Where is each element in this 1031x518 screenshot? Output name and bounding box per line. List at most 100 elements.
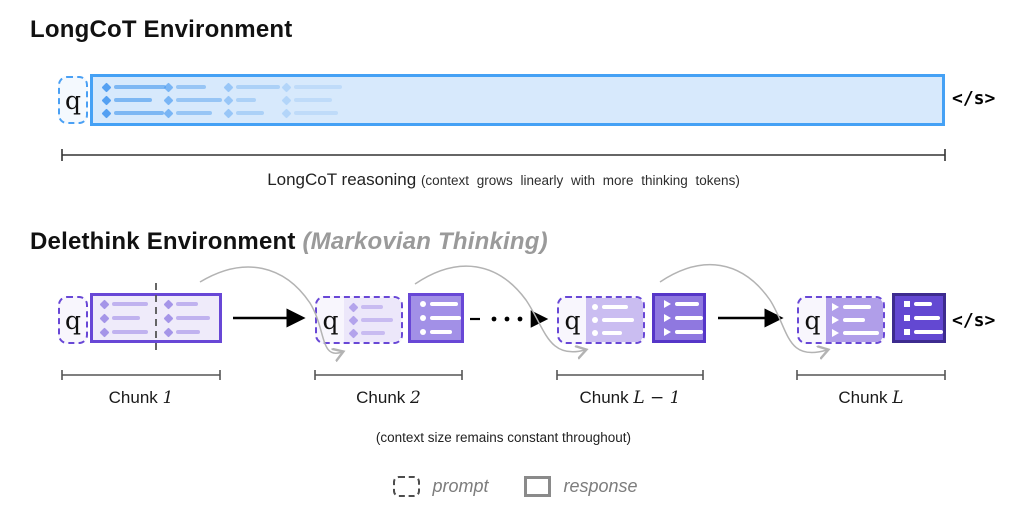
token-line [223,108,280,118]
diamond-bullet-icon [348,302,359,312]
token-line [223,82,280,92]
token-bar [176,85,206,89]
token-bar [236,85,280,89]
longcot-reasoning-label: LongCoT reasoning [267,170,417,189]
delethink-title-text: Delethink Environment [30,228,296,255]
token-bar [114,98,152,102]
diamond-bullet-icon [163,95,174,105]
carryover-tokens [586,298,643,342]
token-bar [294,111,338,115]
chunkL-label: Chunk L [797,388,945,408]
token-group [163,296,210,340]
longcot-reasoning-note: (context grows linearly with more thinki… [420,173,740,188]
token-bar [430,302,458,306]
chunk1-query-box: q [58,296,88,344]
longcot-bracket-label: LongCoT reasoning (context grows linearl… [62,170,945,190]
chunk1-response-box [90,293,222,343]
token-bar [176,316,210,320]
circle-bullet-icon [420,329,426,335]
chunk-label-prefix: Chunk [579,388,629,407]
chunkLm1-prompt-box: q [557,296,645,344]
token-line [420,329,461,336]
chunk-label-prefix: Chunk [108,388,158,407]
token-bar [236,111,264,115]
chunk1-bracket [61,370,221,380]
token-line [664,300,703,308]
diamond-bullet-icon [99,327,110,337]
diamond-bullet-icon [163,327,174,337]
chunk2-response-box [408,293,464,343]
token-bar [361,318,393,322]
legend: prompt response [0,476,1031,497]
token-line [99,327,148,337]
token-line [223,95,280,105]
token-line [664,314,703,322]
triangle-bullet-icon [832,316,839,324]
token-bar [294,85,342,89]
token-line [348,328,401,338]
chunk-label-prefix: Chunk [356,388,406,407]
chunkLm1-label: Chunk L − 1 [557,388,703,408]
token-bar [236,98,256,102]
token-line [281,108,342,118]
chunkLm1-bracket [556,370,704,380]
token-line [420,301,461,308]
circle-bullet-icon [592,317,598,323]
query-token: q [564,305,581,335]
token-bar [602,331,622,335]
circle-bullet-icon [592,330,598,336]
token-bar [430,316,461,320]
token-line [101,108,166,118]
legend-response-label: response [563,476,638,496]
token-bar [843,318,865,322]
token-line [163,108,222,118]
square-bullet-icon [904,329,910,335]
token-bar [112,316,140,320]
circle-bullet-icon [592,304,598,310]
longcot-title: LongCoT Environment [30,16,293,43]
diamond-bullet-icon [281,82,292,92]
chunkL-bracket [796,370,946,380]
diamond-bullet-icon [101,95,112,105]
diamond-bullet-icon [163,108,174,118]
token-bar [914,302,932,306]
token-bar [675,302,699,306]
carryover-tokens [344,298,401,342]
square-bullet-icon [904,315,910,321]
query-token: q [322,305,339,335]
chunk2-bracket [314,370,463,380]
token-bar [114,85,166,89]
diamond-bullet-icon [281,95,292,105]
legend-prompt-label: prompt [432,476,489,496]
token-line [832,303,883,311]
token-line [904,301,943,308]
token-line [592,330,643,337]
query-area: q [559,298,586,342]
token-line [99,313,148,323]
query-area: q [799,298,826,342]
chunkL-response-box [892,293,946,343]
longcot-bracket [61,149,946,161]
longcot-eos-token: </s> [952,88,996,109]
token-bar [914,330,943,334]
token-bar [675,330,703,334]
circle-bullet-icon [420,301,426,307]
token-group [99,296,148,340]
diamond-bullet-icon [101,108,112,118]
token-bar [361,331,385,335]
token-line [163,313,210,323]
token-bar [602,305,628,309]
token-bar [176,330,200,334]
chunk-label-index: L [892,388,904,408]
diamond-bullet-icon [223,108,234,118]
longcot-query-box: q [58,76,88,124]
chunk2-prompt-box: q [315,296,403,344]
diamond-bullet-icon [163,313,174,323]
token-bar [176,111,212,115]
query-token: q [64,85,81,115]
constant-context-caption: (context size remains constant throughou… [375,430,632,445]
query-area: q [317,298,344,342]
circle-bullet-icon [420,315,426,321]
token-line [281,95,342,105]
token-bar [112,302,148,306]
